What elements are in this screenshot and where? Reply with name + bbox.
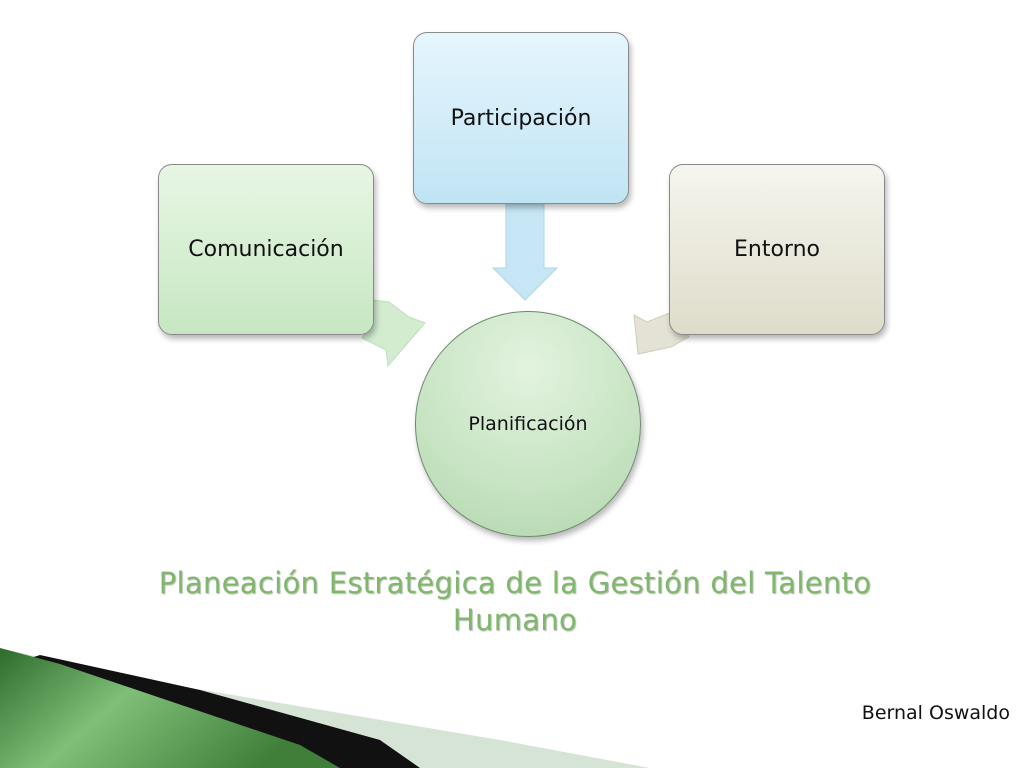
slide-title: Planeación Estratégica de la Gestión del… bbox=[158, 566, 872, 637]
planificacion-label: Planificación bbox=[468, 413, 588, 435]
entorno-label: Entorno bbox=[734, 237, 820, 262]
entorno-box: Entorno bbox=[669, 164, 885, 335]
corner-green-sweep bbox=[0, 648, 340, 768]
arrow-participacion-to-planificacion bbox=[491, 203, 559, 301]
planificacion-circle: Planificación bbox=[415, 311, 641, 537]
participacion-label: Participación bbox=[450, 105, 592, 131]
participacion-box: Participación bbox=[413, 32, 629, 204]
author-name: Bernal Oswaldo bbox=[861, 702, 1010, 724]
comunicacion-label: Comunicación bbox=[188, 237, 344, 262]
comunicacion-box: Comunicación bbox=[158, 164, 374, 335]
